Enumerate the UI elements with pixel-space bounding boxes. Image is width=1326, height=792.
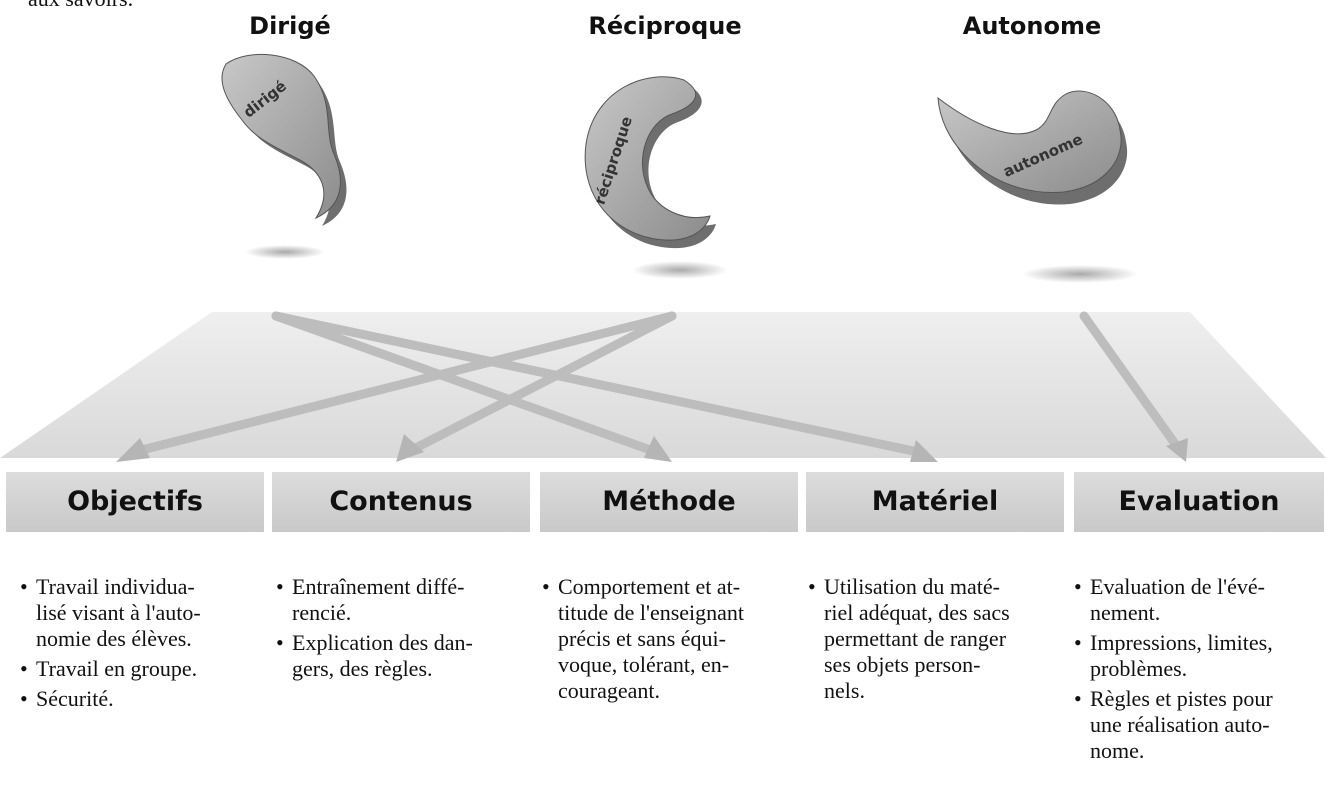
shadow-dirige xyxy=(245,245,325,259)
list-item: Explication des dan- gers, des règles. xyxy=(276,630,526,682)
bar-label-evaluation: Evaluation xyxy=(1074,472,1324,532)
list-item: Impressions, limites, problèmes. xyxy=(1074,630,1324,682)
bar-label-objectifs: Objectifs xyxy=(6,472,264,532)
list-item: Entraînement diffé- rencié. xyxy=(276,574,526,626)
column-evaluation: Evaluation de l'évé- nement. Impressions… xyxy=(1074,574,1324,768)
shape-autonome: autonome xyxy=(938,91,1127,204)
column-contenus: Entraînement diffé- rencié. Explication … xyxy=(276,574,526,686)
bar-label-materiel: Matériel xyxy=(806,472,1064,532)
list-item: Travail en groupe. xyxy=(20,656,255,682)
list-item: Evaluation de l'évé- nement. xyxy=(1074,574,1324,626)
list-item: Comportement et at- titude de l'enseigna… xyxy=(542,574,802,704)
bar-label-methode: Méthode xyxy=(540,472,798,532)
shape-dirige: dirigé xyxy=(222,54,346,226)
shadow-autonome xyxy=(1022,265,1138,283)
list-item: Sécurité. xyxy=(20,686,255,712)
shadow-reciproque xyxy=(632,261,728,279)
bar-label-contenus: Contenus xyxy=(272,472,530,532)
list-item: Règles et pistes pour une réalisation au… xyxy=(1074,686,1324,764)
shape-reciproque: réciproque xyxy=(585,77,716,248)
list-item: Utilisation du maté- riel adéquat, des s… xyxy=(808,574,1064,704)
column-materiel: Utilisation du maté- riel adéquat, des s… xyxy=(808,574,1064,708)
list-item: Travail individua- lisé visant à l'auto-… xyxy=(20,574,255,652)
column-objectifs: Travail individua- lisé visant à l'auto-… xyxy=(20,574,255,716)
column-methode: Comportement et at- titude de l'enseigna… xyxy=(542,574,802,708)
